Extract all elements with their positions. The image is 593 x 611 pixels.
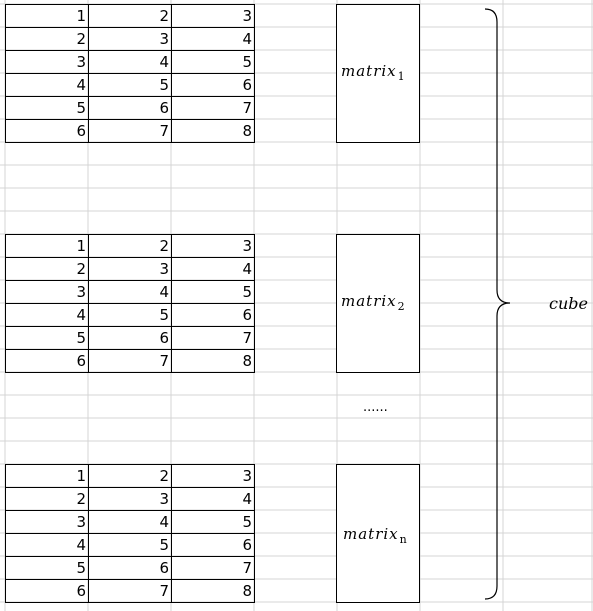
- table-cell[interactable]: 8: [171, 119, 255, 143]
- cube-label: cube: [549, 294, 588, 313]
- table-cell[interactable]: 8: [171, 579, 255, 603]
- ellipsis: ......: [363, 400, 388, 415]
- matrix-subscript: 2: [397, 300, 405, 313]
- matrix-label-text: matrix: [343, 525, 399, 543]
- matrix-subscript: 1: [397, 70, 405, 83]
- matrix-box-n: [336, 464, 420, 603]
- matrix-label-1: matrix1: [341, 62, 405, 83]
- matrix-label-text: matrix: [341, 62, 397, 80]
- matrix-label-n: matrixn: [343, 525, 407, 546]
- matrix-box-1: [336, 4, 420, 143]
- matrix-label-2: matrix2: [341, 292, 405, 313]
- matrix-label-text: matrix: [341, 292, 397, 310]
- matrix-subscript: n: [399, 533, 407, 546]
- table-cell[interactable]: 8: [171, 349, 255, 373]
- curly-brace: [484, 8, 511, 600]
- matrix-box-2: [336, 234, 420, 373]
